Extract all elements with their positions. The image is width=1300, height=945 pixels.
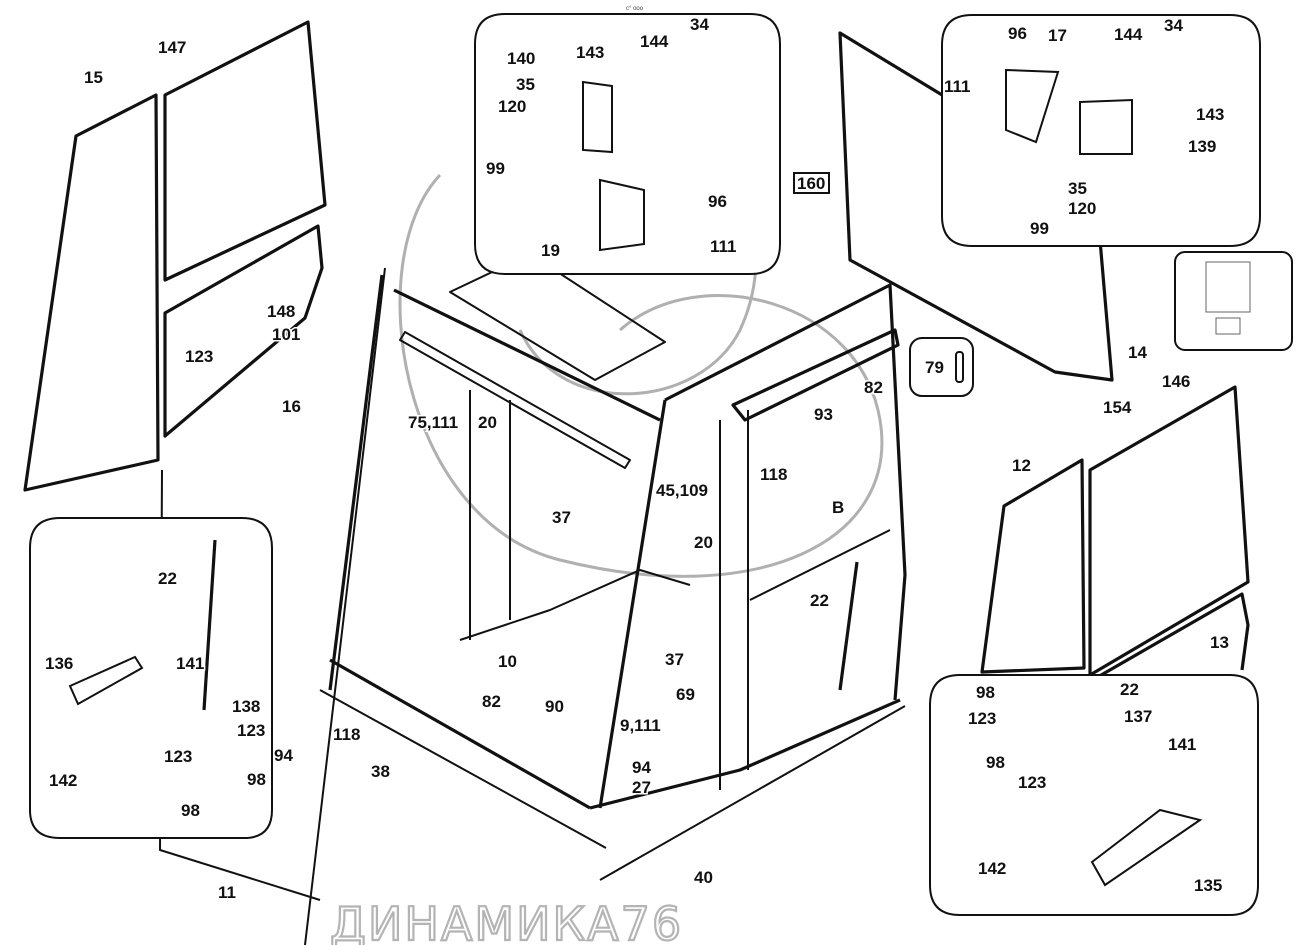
label-98: 98 <box>986 753 1005 772</box>
label-19: 19 <box>541 241 560 260</box>
label-99: 99 <box>486 159 505 178</box>
label-135: 135 <box>1194 876 1222 895</box>
label-82: 82 <box>864 378 883 397</box>
pin-79-callout <box>909 337 974 397</box>
label-148: 148 <box>267 302 295 321</box>
label-118: 118 <box>760 465 787 484</box>
label-160-box <box>793 172 830 194</box>
label-142: 142 <box>978 859 1006 878</box>
label-143: 143 <box>576 43 604 62</box>
label-98: 98 <box>181 801 200 820</box>
label-20: 20 <box>694 533 713 552</box>
label-111: 111 <box>710 237 737 256</box>
label-136: 136 <box>45 654 73 673</box>
label-b: B <box>832 498 844 517</box>
label-99: 99 <box>1030 219 1049 238</box>
label-98: 98 <box>247 770 266 789</box>
label-11: 11 <box>218 883 236 902</box>
label-37: 37 <box>552 508 571 527</box>
label-38: 38 <box>371 762 390 781</box>
label-17: 17 <box>1048 26 1067 45</box>
cab-frame <box>328 253 907 810</box>
label-123: 123 <box>1018 773 1046 792</box>
label-75-111: 75,111 <box>408 413 458 432</box>
label-34: 34 <box>690 15 709 34</box>
label-123: 123 <box>185 347 213 366</box>
left-handle-callout <box>29 517 273 839</box>
label-90: 90 <box>545 697 564 716</box>
label-137: 137 <box>1124 707 1152 726</box>
label-143: 143 <box>1196 105 1224 124</box>
label-14: 14 <box>1128 343 1147 362</box>
label-10: 10 <box>498 652 517 671</box>
top-mark: c° ooo <box>626 6 644 12</box>
label-123: 123 <box>164 747 192 766</box>
label-98: 98 <box>976 683 995 702</box>
part-labels: 15 147 148 123 101 16 34 144 143 140 35 … <box>44 14 1231 904</box>
right-latch-callout <box>941 14 1261 247</box>
label-34: 34 <box>1164 16 1183 35</box>
label-82: 82 <box>482 692 501 711</box>
label-141: 141 <box>1168 735 1196 754</box>
label-101: 101 <box>272 325 300 344</box>
label-35: 35 <box>516 75 535 94</box>
label-144: 144 <box>1114 25 1143 44</box>
label-141: 141 <box>176 654 204 673</box>
label-22: 22 <box>1120 680 1139 699</box>
top-latch-callout <box>474 13 781 275</box>
label-140: 140 <box>507 49 535 68</box>
label-123: 123 <box>237 721 265 740</box>
label-35: 35 <box>1068 179 1087 198</box>
label-22: 22 <box>810 591 829 610</box>
label-160: 160 <box>797 174 825 193</box>
label-142: 142 <box>49 771 77 790</box>
windows <box>23 20 1250 945</box>
label-123: 123 <box>968 709 996 728</box>
label-96: 96 <box>708 192 727 211</box>
label-15: 15 <box>84 68 103 87</box>
label-146: 146 <box>1162 372 1190 391</box>
label-16: 16 <box>282 397 301 416</box>
label-37: 37 <box>665 650 684 669</box>
label-45-109: 45,109 <box>656 481 708 500</box>
label-144: 144 <box>640 32 669 51</box>
label-12: 12 <box>1012 456 1031 475</box>
label-94: 94 <box>274 746 293 765</box>
label-9-111: 9,111 <box>620 716 661 735</box>
emergency-exit-decal <box>1174 251 1293 351</box>
label-96: 96 <box>1008 24 1027 43</box>
label-147: 147 <box>158 38 186 57</box>
right-handle-callout <box>929 674 1259 916</box>
label-13: 13 <box>1210 633 1229 652</box>
label-139: 139 <box>1188 137 1216 156</box>
label-120: 120 <box>1068 199 1096 218</box>
label-118: 118 <box>333 725 360 744</box>
label-94: 94 <box>632 758 651 777</box>
label-69: 69 <box>676 685 695 704</box>
label-111: 111 <box>944 77 971 96</box>
label-40: 40 <box>694 868 713 887</box>
label-27: 27 <box>632 778 651 797</box>
book-icon <box>1215 317 1241 335</box>
label-93: 93 <box>814 405 833 424</box>
label-154: 154 <box>1103 398 1132 417</box>
label-138: 138 <box>232 697 260 716</box>
emergency-exit-running-man-icon <box>1205 261 1251 313</box>
label-79: 79 <box>925 358 944 377</box>
label-22: 22 <box>158 569 177 588</box>
label-20: 20 <box>478 413 497 432</box>
label-120: 120 <box>498 97 526 116</box>
watermark-text: ДИНАМИКА76 <box>330 897 683 945</box>
